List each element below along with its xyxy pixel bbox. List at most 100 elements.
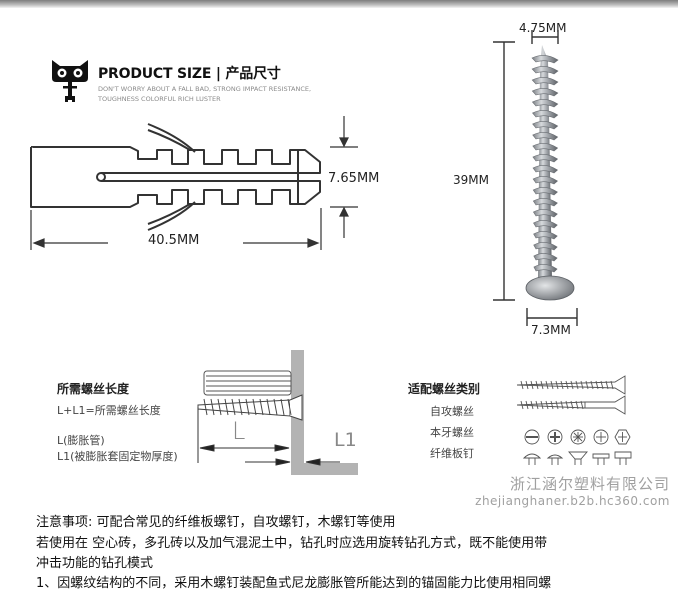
screw-type-drawings [516, 375, 632, 465]
screw-thread [532, 132, 559, 141]
screw-thread [535, 380, 539, 390]
truss-head-profile-icon [592, 453, 610, 465]
screw-thread [280, 398, 285, 416]
screw-thread [595, 380, 599, 390]
screw-thread [532, 143, 559, 152]
screw-thread [533, 253, 558, 262]
screw-thread [531, 77, 559, 86]
anchor-wing [147, 129, 191, 151]
anchor-wing [147, 123, 196, 153]
screw-type-item: 自攻螺丝 [430, 405, 474, 418]
anchor-length-label: 40.5MM [148, 233, 200, 248]
screw-thread [545, 400, 549, 410]
l1-mark: L1 [334, 429, 357, 451]
anchor-diagram [30, 116, 358, 250]
screw-thread [575, 400, 579, 410]
screw-thread [532, 165, 559, 174]
pan-head-profile-icon [522, 453, 542, 465]
anchor-dimension-lines [30, 116, 358, 250]
screw-thread [555, 380, 559, 390]
hex-head-icon [614, 429, 631, 445]
self-tapping-screw-icon [516, 375, 626, 395]
screw-type-item: 纤维板钉 [430, 447, 474, 460]
anchor-diameter-label: 7.65MM [328, 171, 380, 186]
wood-screw-icon [516, 395, 626, 415]
screw-thread [533, 220, 558, 229]
page-title: PRODUCT SIZE | 产品尺寸 [98, 66, 281, 82]
tmall-cat-icon [52, 60, 88, 102]
screw-thread [531, 99, 559, 108]
subtitle-line-1: DON'T WORRY ABOUT A FALL BAD, STRONG IMP… [98, 85, 312, 93]
pozi-head-icon [570, 429, 586, 445]
screw-length-label: 39MM [453, 173, 489, 187]
round-head-profile-icon [546, 454, 564, 465]
screw-tip-width-label: 4.75MM [519, 21, 567, 35]
top-shadow-bar [0, 0, 678, 8]
screw-thread [530, 400, 534, 410]
required-length-formula: L+L1=所需螺丝长度 [57, 404, 161, 417]
screw-thread [545, 380, 549, 390]
anchor-wing [147, 203, 191, 225]
screw-photo [493, 30, 578, 326]
subtitle-line-2: TOUGHNESS COLORFUL RICH LUSTER [98, 95, 221, 103]
installation-diagram [197, 350, 358, 475]
l-definition: L(膨胀管) [57, 434, 105, 447]
screw-thread [550, 380, 554, 390]
note-line-1: 注意事项: 可配合常见的纤维板螺钉，自攻螺钉，木螺钉等使用 [36, 515, 396, 530]
screw-type-item: 本牙螺丝 [430, 426, 474, 439]
screw-dimension-lines [493, 30, 578, 326]
countersunk-profile-icon [568, 451, 588, 465]
screw-thread [540, 380, 544, 390]
screw-thread [605, 380, 609, 390]
screw-thread [287, 398, 292, 416]
screw-thread [531, 55, 559, 64]
phillips-head-icon [547, 429, 563, 445]
screw-thread [533, 231, 558, 240]
screw-thread [565, 400, 569, 410]
screw-thread [203, 398, 208, 416]
screw-thread [531, 66, 559, 75]
screw-head [525, 275, 575, 301]
screw-thread [610, 380, 614, 390]
wall-section [291, 350, 358, 475]
note-line-3: 冲击功能的钻孔模式 [36, 556, 154, 571]
screw-thread [560, 380, 564, 390]
screw-thread [532, 209, 558, 218]
screw-thread [525, 400, 529, 410]
watermark-url: zhejianghaner.b2b.hc360.com [475, 494, 670, 508]
screw-thread [570, 380, 574, 390]
screw-thread [575, 380, 579, 390]
anchor-tube [203, 370, 292, 396]
screw-thread [217, 398, 222, 416]
note-line-2: 若使用在 空心砖，多孔砖以及加气混泥土中，钻孔时应选用旋转钻孔方式，既不能使用带 [36, 536, 548, 551]
screw-thread [266, 398, 271, 416]
screw-thread [585, 380, 589, 390]
screw-thread [259, 398, 264, 416]
anchor-upper-body [31, 146, 321, 174]
screw-thread [532, 154, 559, 163]
hex-head-profile-icon [614, 451, 632, 465]
screw-head-width-label: 7.3MM [531, 323, 571, 337]
screw-thread [533, 242, 558, 251]
screw-thread [580, 380, 584, 390]
screw-thread [238, 398, 243, 416]
required-length-heading: 所需螺丝长度 [57, 382, 130, 396]
install-dimension-lines [197, 407, 340, 466]
screw-thread [210, 398, 215, 416]
screw-thread [532, 176, 558, 185]
screw-thread [533, 264, 558, 273]
screw-thread [532, 110, 559, 119]
screw-thread [273, 398, 278, 416]
note-line-4: 1、因螺纹结构的不同，采用木螺钉装配鱼式尼龙膨胀管所能达到的锚固能力比使用相同螺 [36, 576, 552, 591]
screw-thread [532, 121, 559, 130]
anchor-slot-end [96, 172, 106, 182]
screw-thread [224, 398, 229, 416]
page-subtitle: DON'T WORRY ABOUT A FALL BAD, STRONG IMP… [98, 84, 358, 104]
screw-thread [550, 400, 554, 410]
screw-thread [555, 400, 559, 410]
l-mark: L [232, 417, 246, 445]
screw-thread [531, 88, 559, 97]
screw-thread [245, 398, 250, 416]
anchor-wing [147, 201, 196, 231]
screw-thread [565, 380, 569, 390]
